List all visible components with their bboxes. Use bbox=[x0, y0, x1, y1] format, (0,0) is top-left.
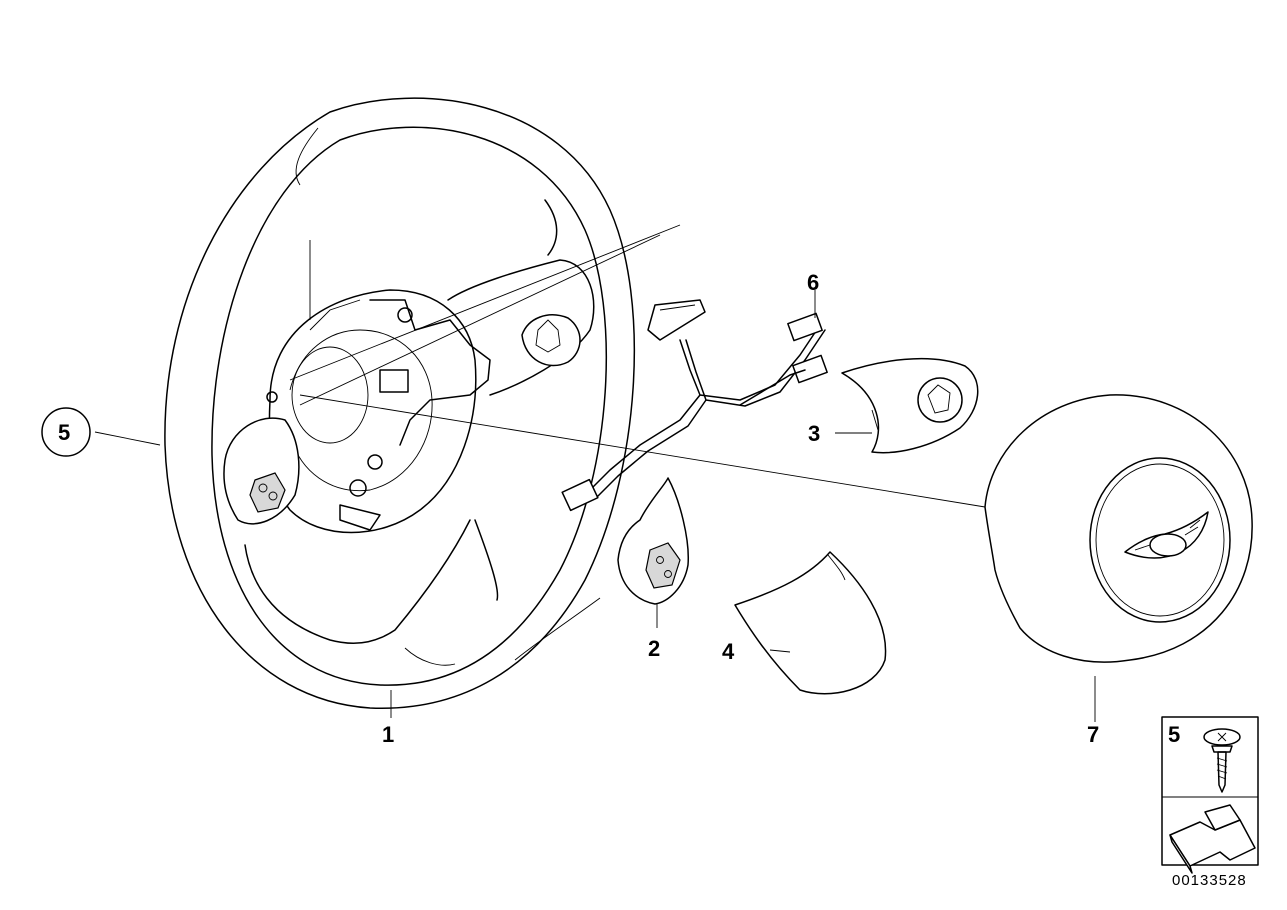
label-3: 3 bbox=[808, 421, 820, 446]
label-4: 4 bbox=[722, 639, 735, 664]
label-2: 2 bbox=[648, 636, 660, 661]
right-switch-cover[interactable] bbox=[835, 357, 979, 454]
steering-wheel[interactable] bbox=[94, 97, 986, 718]
brand-wing-logo bbox=[1124, 511, 1209, 559]
screw-icon bbox=[1203, 728, 1241, 793]
direction-arrow-icon bbox=[1169, 804, 1256, 874]
label-7: 7 bbox=[1087, 722, 1099, 747]
label-5-legend: 5 bbox=[1168, 722, 1180, 747]
lower-trim-cover[interactable] bbox=[734, 551, 887, 695]
wiring-harness[interactable] bbox=[561, 290, 828, 512]
label-5-callout: 5 bbox=[58, 420, 70, 445]
driver-airbag[interactable] bbox=[984, 394, 1253, 722]
callout-circle-5 bbox=[41, 407, 91, 457]
label-6: 6 bbox=[807, 270, 819, 295]
legend-box bbox=[1161, 716, 1259, 874]
label-1: 1 bbox=[382, 722, 394, 747]
left-switch-module[interactable] bbox=[617, 477, 689, 628]
drawing-number: 00133528 bbox=[1172, 872, 1247, 889]
